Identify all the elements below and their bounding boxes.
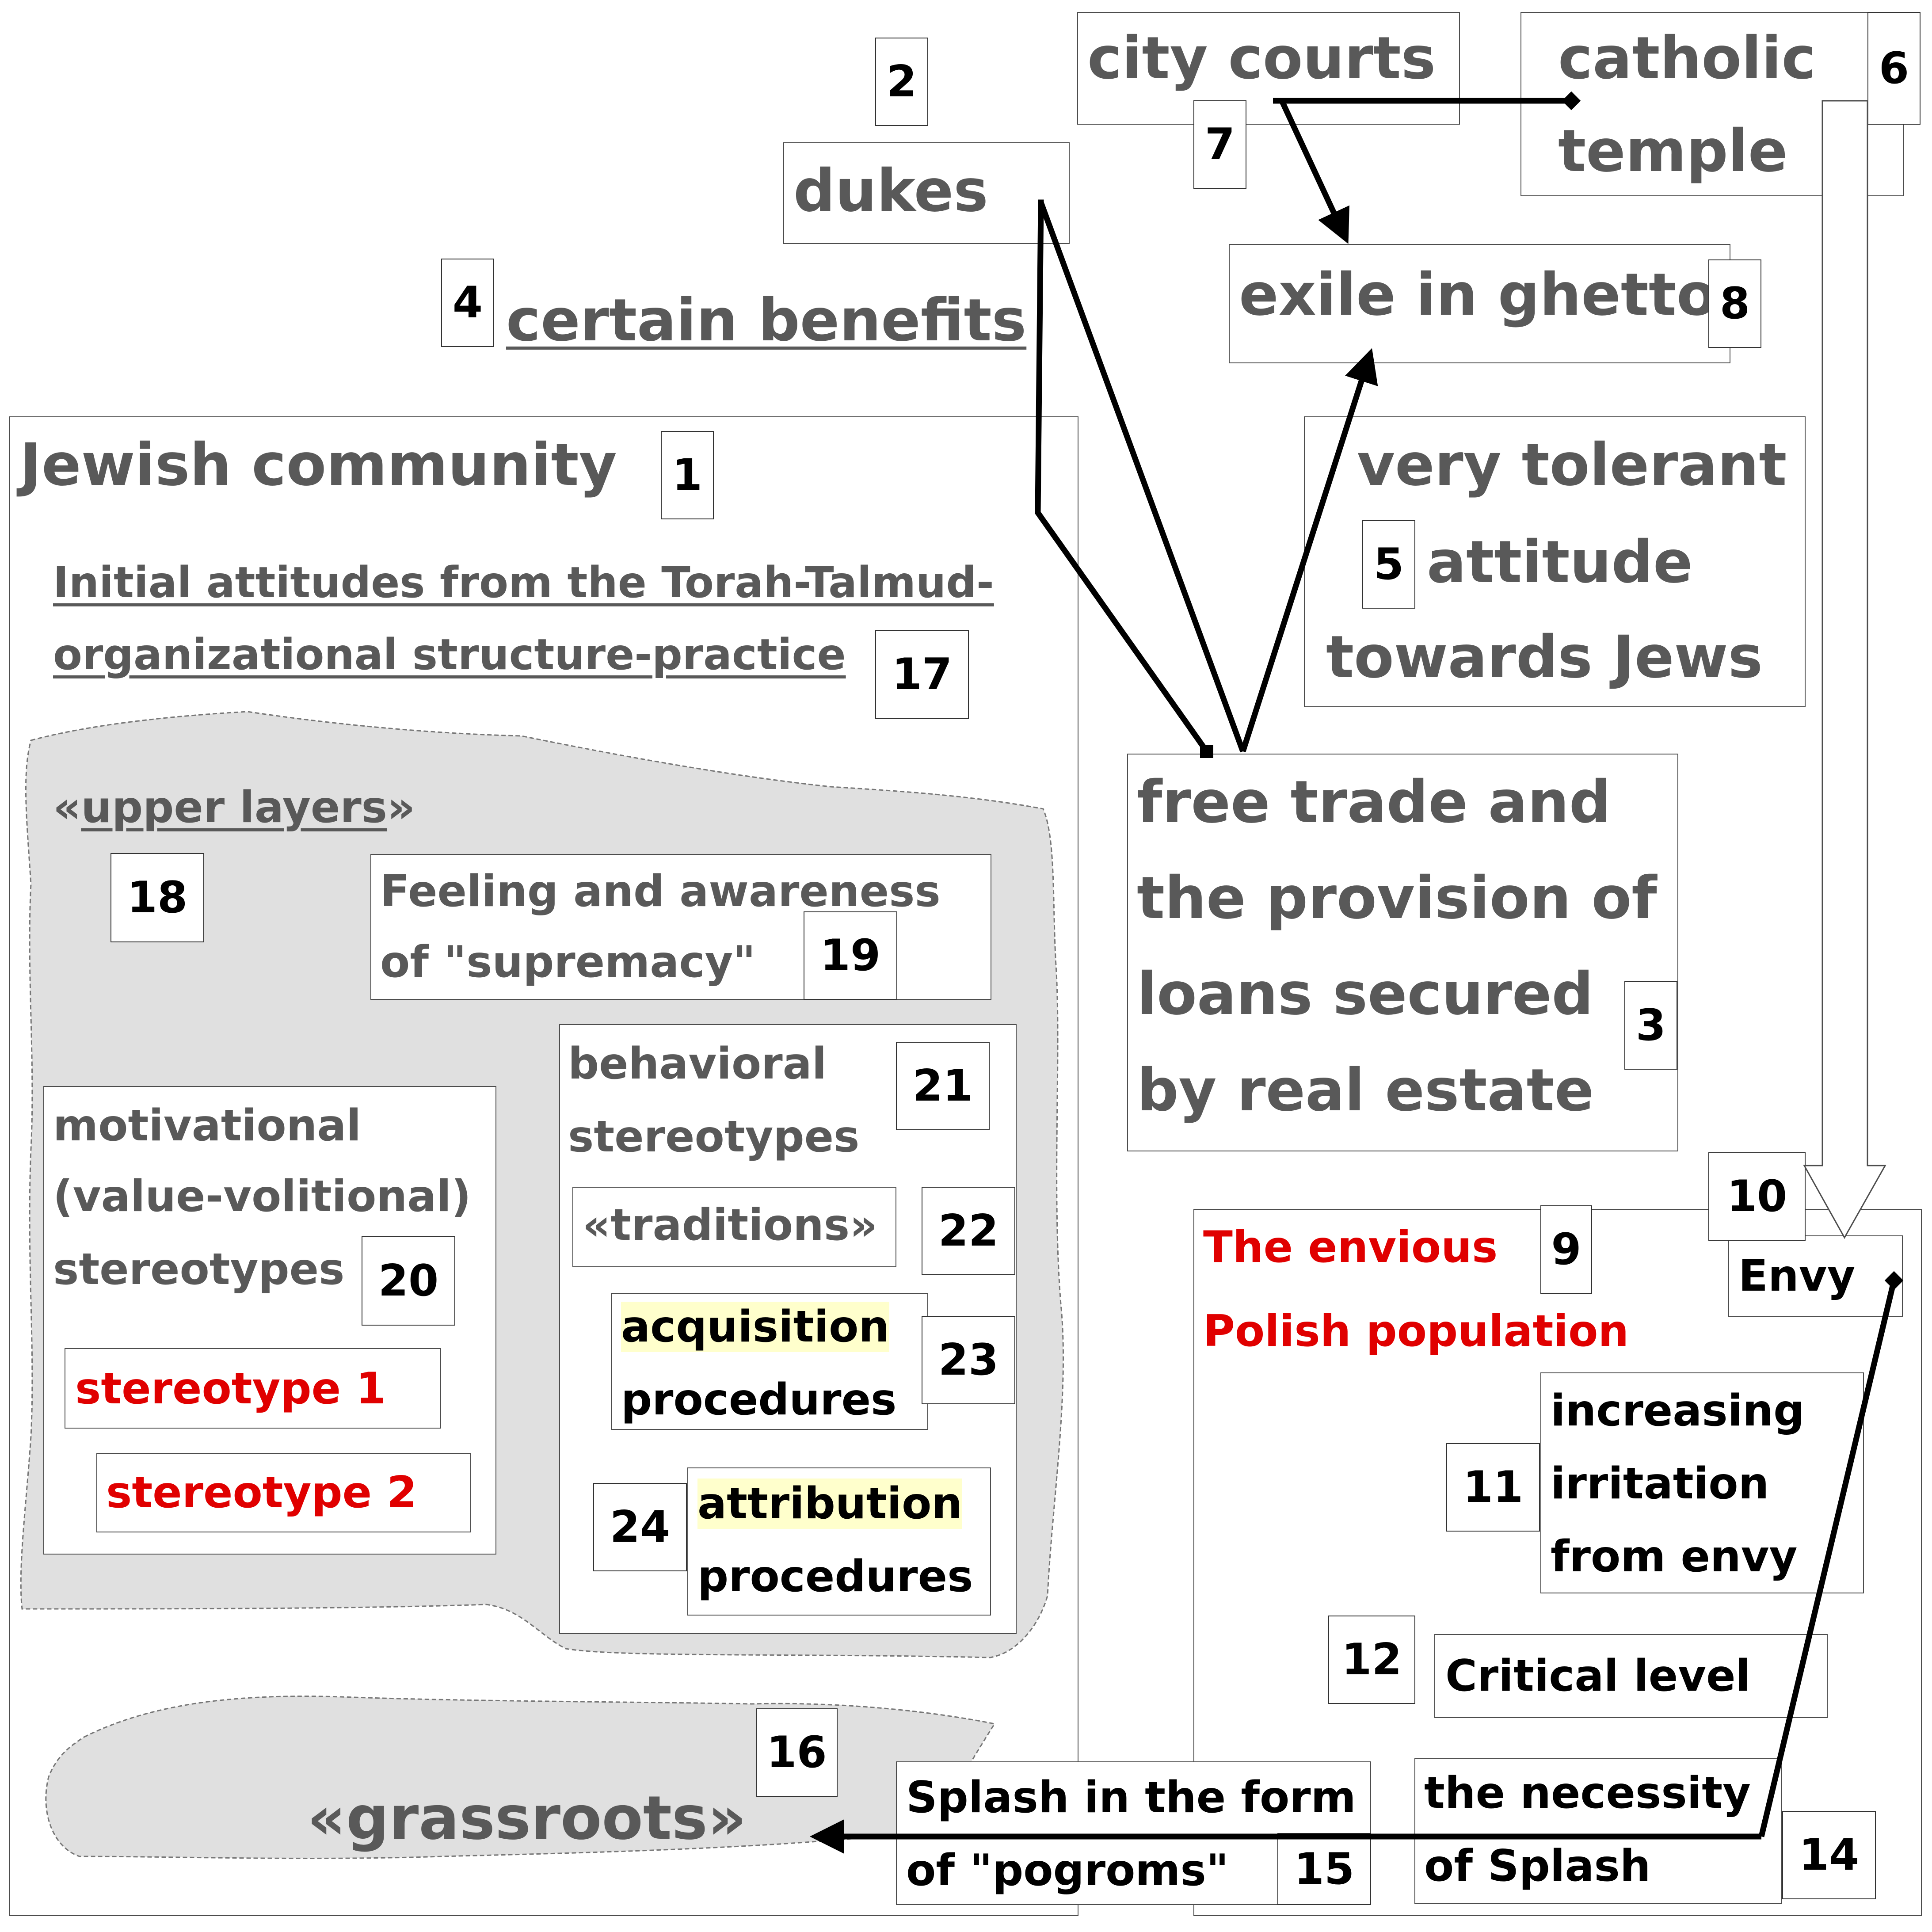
arrow-free-trade-to-ghetto [1240, 348, 1378, 752]
grassroots-label: «grassroots» [307, 1783, 747, 1853]
necessity-line-1: the necessity [1424, 1768, 1751, 1818]
arrow-dukes-diagonal [1038, 201, 1246, 753]
hollow-arrow-temple-to-envy [1803, 100, 1886, 1239]
node-number-8: 8 [1708, 259, 1761, 348]
upper-layers-close-quote: » [387, 782, 415, 833]
stereotype-2-box [96, 1453, 471, 1532]
node-number-23: 23 [922, 1316, 1015, 1404]
dukes-box [783, 142, 1070, 244]
node-number-22: 22 [922, 1187, 1015, 1275]
upper-layers-open-quote: « [53, 782, 81, 833]
envy-box [1728, 1235, 1903, 1317]
node-number-1: 1 [661, 431, 714, 519]
node-number-12: 12 [1328, 1616, 1415, 1704]
arrow-dukes-endpoint [1200, 745, 1213, 758]
jewish-community-frame [9, 416, 1078, 1916]
arrow-dukes-to-free-trade [1035, 199, 1209, 753]
upper-layers-text: upper layers [81, 782, 388, 833]
jewish-community-label: Jewish community [20, 431, 617, 499]
motivational-line-1: motivational [53, 1101, 362, 1151]
irritation-line-1: increasing [1551, 1386, 1805, 1436]
node-number-10: 10 [1708, 1152, 1806, 1241]
traditions-box [572, 1187, 896, 1267]
necessity-line-2: of Splash [1424, 1841, 1651, 1891]
attribution-line-1: attribution [697, 1479, 963, 1529]
arrow-envy-endpoint [1884, 1271, 1904, 1290]
pogroms-line-1: Splash in the form [906, 1772, 1356, 1823]
traditions-label: «traditions» [583, 1200, 878, 1250]
attribution-highlight: attribution [697, 1479, 963, 1529]
stereotype-2-label: stereotype 2 [106, 1467, 417, 1518]
free-trade-line-2: the provision of [1137, 864, 1657, 932]
node-number-21: 21 [896, 1042, 990, 1130]
node-number-18: 18 [111, 853, 204, 942]
irritation-box [1540, 1372, 1864, 1593]
attribution-line-2: procedures [697, 1551, 973, 1602]
supremacy-line-2: of "supremacy" [380, 937, 756, 987]
tolerant-attitude-line-1: very tolerant [1357, 431, 1787, 499]
critical-level-label: Critical level [1445, 1651, 1751, 1701]
connector-temple-endpoint [1562, 91, 1581, 111]
node-number-15: 15 [1277, 1833, 1371, 1905]
node-number-16: 16 [756, 1708, 838, 1797]
arrow-courts-to-ghetto [1279, 99, 1349, 244]
stereotype-1-label: stereotype 1 [75, 1364, 386, 1414]
necessity-of-splash-box [1414, 1758, 1782, 1904]
exile-in-ghetto-label: exile in ghetto [1239, 261, 1717, 329]
irritation-line-2: irritation [1551, 1459, 1769, 1509]
free-trade-box [1127, 754, 1678, 1151]
node-number-17: 17 [875, 630, 969, 719]
stereotype-1-box [65, 1348, 441, 1429]
catholic-temple-line-2: temple [1558, 117, 1788, 185]
behavioral-line-1: behavioral [568, 1039, 827, 1089]
certain-benefits-label: certain benefits [506, 286, 1027, 354]
node-number-24: 24 [593, 1483, 687, 1571]
free-trade-line-3: loans secured [1137, 960, 1593, 1028]
envious-population-line-1: The envious [1203, 1222, 1498, 1273]
upper-layers-label: «upper layers» [53, 782, 415, 833]
acquisition-line-1: acquisition [621, 1302, 890, 1352]
pogroms-line-2: of "pogroms" [906, 1845, 1229, 1896]
node-number-9: 9 [1540, 1205, 1592, 1294]
acquisition-highlight: acquisition [621, 1302, 890, 1352]
city-courts-box [1077, 12, 1460, 125]
dukes-label: dukes [793, 157, 988, 225]
tolerant-attitude-line-2: attitude [1427, 528, 1693, 596]
node-number-5: 5 [1362, 520, 1415, 609]
free-trade-line-1: free trade and [1137, 768, 1611, 836]
torah-talmud-attitudes-line-2: organizational structure-practice [53, 630, 846, 679]
critical-level-box [1434, 1634, 1828, 1718]
arrow-necessity-to-envy [1758, 1280, 1897, 1837]
envy-label: Envy [1738, 1251, 1856, 1301]
supremacy-line-1: Feeling and awareness [380, 866, 941, 917]
node-number-19: 19 [804, 911, 897, 1000]
envious-population-line-2: Polish population [1203, 1306, 1629, 1357]
node-number-4: 4 [441, 259, 494, 347]
catholic-temple-line-1: catholic [1558, 24, 1816, 92]
irritation-line-3: from envy [1551, 1532, 1798, 1582]
node-number-20: 20 [362, 1236, 455, 1326]
behavioral-line-2: stereotypes [568, 1112, 860, 1162]
node-number-7: 7 [1193, 100, 1246, 189]
motivational-line-2: (value-volitional) [53, 1171, 471, 1222]
node-number-2: 2 [875, 38, 928, 126]
node-number-11: 11 [1446, 1443, 1540, 1532]
torah-talmud-attitudes-line-1: Initial attitudes from the Torah-Talmud- [53, 558, 994, 607]
node-number-3: 3 [1624, 981, 1677, 1070]
tolerant-attitude-line-3: towards Jews [1326, 623, 1763, 691]
acquisition-line-2: procedures [621, 1375, 897, 1425]
node-number-6: 6 [1867, 12, 1921, 125]
node-number-14: 14 [1782, 1811, 1876, 1899]
free-trade-line-4: by real estate [1137, 1056, 1594, 1124]
city-courts-label: city courts [1087, 24, 1436, 92]
motivational-line-3: stereotypes [53, 1244, 345, 1295]
